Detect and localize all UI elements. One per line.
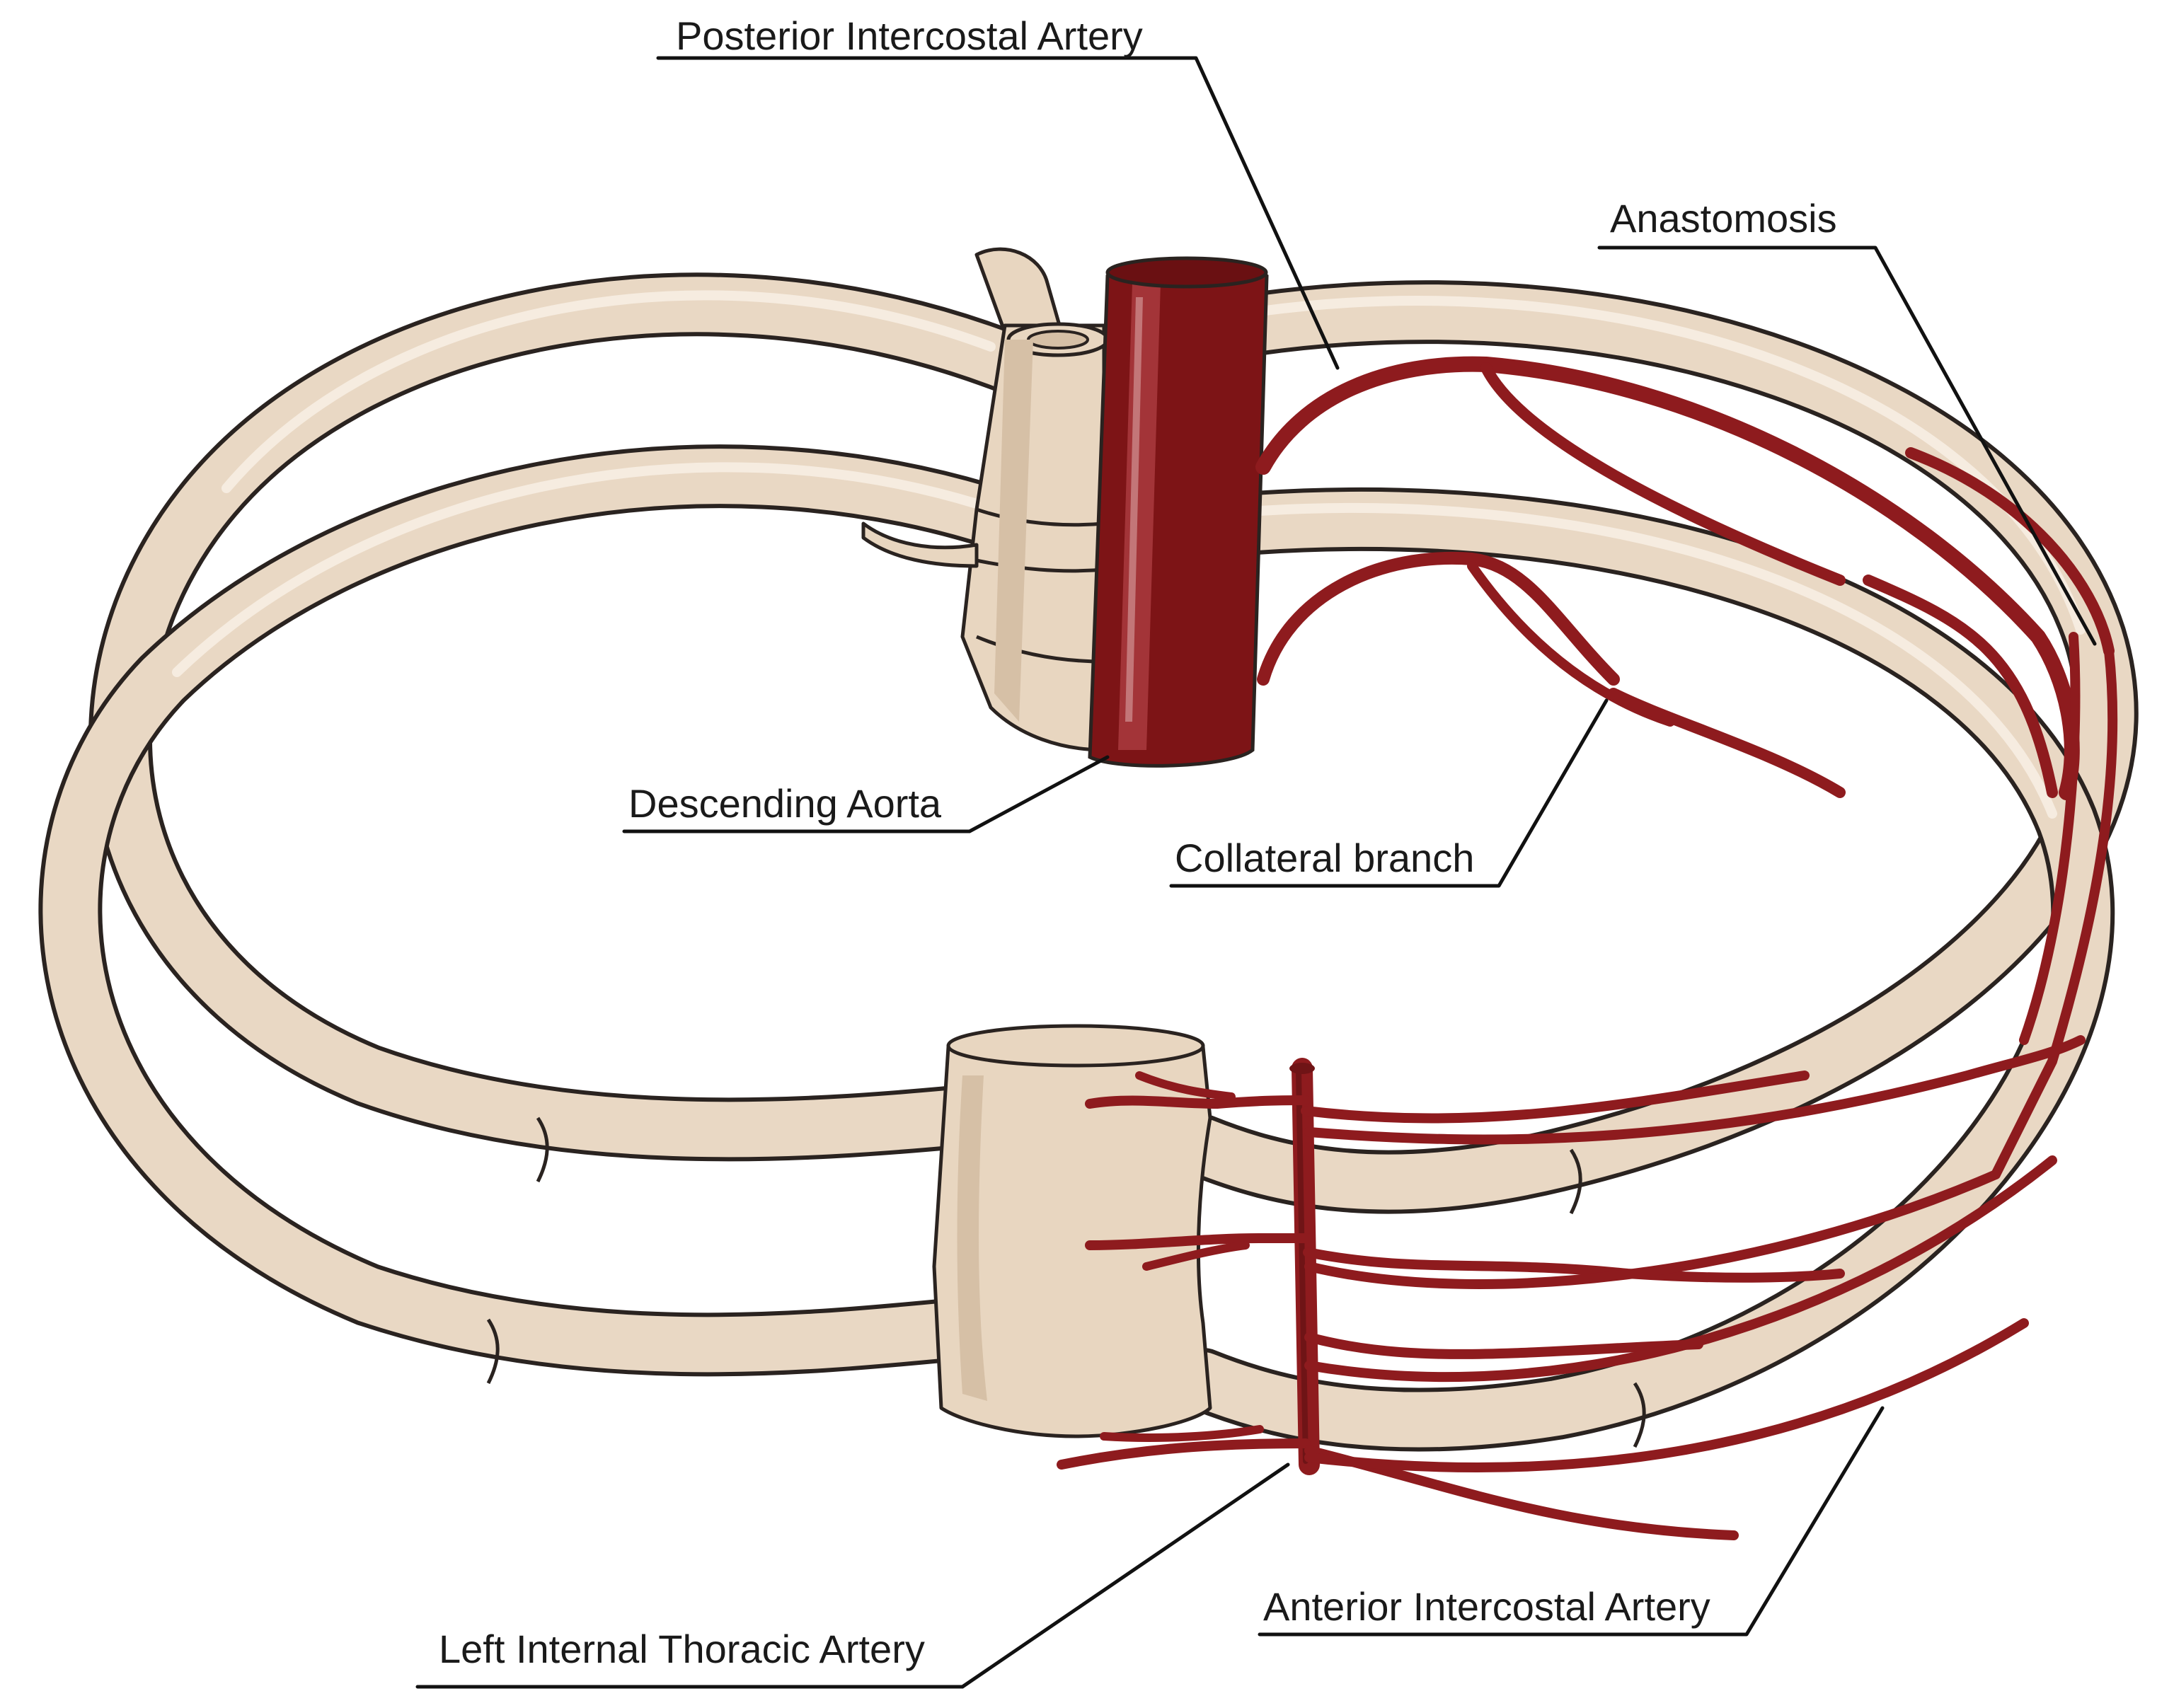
label-text-descending-aorta: Descending Aorta — [628, 781, 942, 826]
label-text-anastomosis: Anastomosis — [1610, 196, 1837, 241]
label-posterior-intercostal-artery: Posterior Intercostal Artery — [656, 13, 1340, 370]
leader-collateral-branch — [1169, 698, 1609, 888]
vertebra — [861, 247, 1110, 752]
posterior-intercostal-arteries — [1255, 356, 2118, 1179]
label-text-left-internal-thoracic-artery: Left Internal Thoracic Artery — [439, 1627, 925, 1671]
leader-left-internal-thoracic-artery — [415, 1462, 1290, 1689]
label-anastomosis: Anastomosis — [1597, 196, 2097, 646]
leader-anterior-intercostal-artery — [1258, 1406, 1885, 1637]
anterior-intercostal-arteries — [1057, 1035, 2086, 1540]
label-anterior-intercostal-artery: Anterior Intercostal Artery — [1258, 1406, 1885, 1637]
label-text-collateral-branch: Collateral branch — [1175, 836, 1474, 880]
label-descending-aorta: Descending Aorta — [622, 755, 1110, 833]
label-text-posterior-intercostal-artery: Posterior Intercostal Artery — [676, 13, 1143, 58]
label-left-internal-thoracic-artery: Left Internal Thoracic Artery — [415, 1462, 1290, 1689]
leader-posterior-intercostal-artery — [656, 56, 1340, 370]
leader-descending-aorta — [622, 755, 1110, 833]
sternum — [932, 1024, 1212, 1438]
label-text-anterior-intercostal-artery: Anterior Intercostal Artery — [1263, 1584, 1710, 1629]
label-collateral-branch: Collateral branch — [1169, 698, 1609, 888]
leader-anastomosis — [1597, 246, 2097, 646]
costochondral-junctions — [486, 1116, 1646, 1448]
descending-aorta-vessel — [1088, 256, 1269, 768]
